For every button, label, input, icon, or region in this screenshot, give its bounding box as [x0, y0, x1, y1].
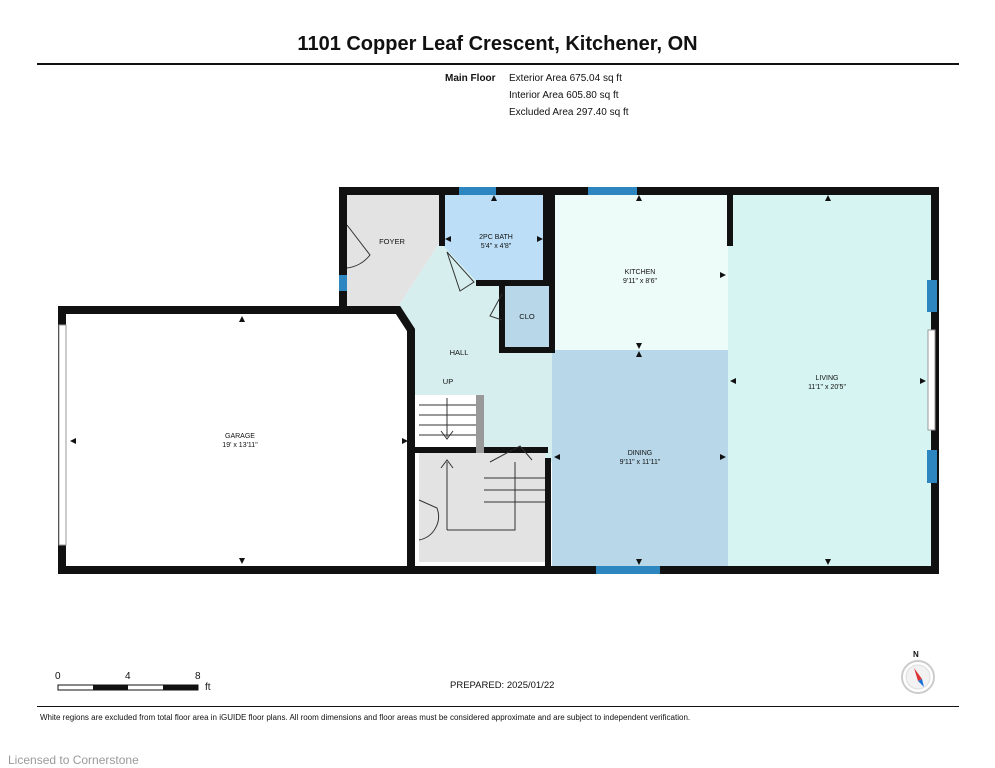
garage-arrow-right [402, 438, 408, 444]
scale-tick-4: 4 [125, 671, 131, 682]
scale-unit: ft [205, 682, 211, 693]
stair-stub [476, 395, 484, 453]
closet-fill [504, 285, 550, 348]
foyer-door-swing [346, 224, 371, 269]
kitchen-window [588, 187, 637, 195]
stair-up-fill [419, 395, 481, 447]
dining-arrow-bottom [636, 559, 642, 565]
bath-arrow-left [445, 236, 451, 242]
garage-label: GARAGE [225, 433, 255, 440]
living-fill [728, 195, 931, 567]
bath-arrow-top [491, 195, 497, 201]
dining-arrow-left [554, 454, 560, 460]
garage-top-wall [58, 306, 415, 574]
living-window-lower [927, 450, 937, 483]
title-underline [37, 63, 959, 65]
prepared-date: PREPARED: 2025/01/22 [450, 680, 555, 691]
kitchen-arrow-right [720, 272, 726, 278]
living-dims: 11'1" x 20'5" [808, 384, 846, 391]
excluded-area: Excluded Area 297.40 sq ft [509, 107, 629, 118]
plan-title: 1101 Copper Leaf Crescent, Kitchener, ON [297, 33, 698, 55]
dining-fill [552, 350, 728, 567]
hall-label: HALL [450, 348, 469, 357]
dining-window [596, 566, 660, 574]
dining-door-swing [489, 445, 533, 463]
garage-door-opening [58, 324, 67, 546]
outer-wall-top [339, 187, 939, 574]
hall-fill [398, 242, 552, 462]
stairs-up-label: UP [443, 377, 453, 386]
living-window-upper [927, 280, 937, 312]
footer-rule [37, 706, 959, 707]
dining-label: DINING [628, 450, 653, 457]
living-arrow-top [825, 195, 831, 201]
closet-label: CLO [519, 312, 535, 321]
stair-landing-fill [419, 450, 545, 562]
foyer-window [339, 275, 347, 291]
scale-bar [57, 684, 199, 691]
license-watermark: Licensed to Cornerstone [8, 753, 139, 767]
exterior-area: Exterior Area 675.04 sq ft [509, 73, 622, 84]
kitchen-arrow-bottom [636, 343, 642, 349]
closet-wall [499, 195, 555, 353]
dining-dims: 9'11" x 11'11" [620, 459, 661, 466]
foyer-fill [347, 195, 440, 307]
living-arrow-left [730, 378, 736, 384]
kitchen-label: KITCHEN [625, 269, 656, 276]
compass-icon: N [899, 648, 939, 701]
stair-door-swing [418, 499, 440, 541]
living-arrow-right [920, 378, 926, 384]
living-label: LIVING [816, 375, 839, 382]
interior-area: Interior Area 605.80 sq ft [509, 90, 619, 101]
kitchen-arrow-top [636, 195, 642, 201]
living-door-opening [927, 329, 936, 431]
living-arrow-bottom [825, 559, 831, 565]
bath-arrow-right [537, 236, 543, 242]
dining-arrow-top [636, 351, 642, 357]
kitchen-fill [552, 195, 728, 350]
disclaimer-text: White regions are excluded from total fl… [40, 713, 691, 722]
bath-dims: 5'4" x 4'8" [481, 243, 512, 250]
compass-north-label: N [913, 650, 919, 659]
scale-tick-0: 0 [55, 671, 61, 682]
garage-arrow-bottom [239, 558, 245, 564]
garage-arrow-left [70, 438, 76, 444]
bath-window [459, 187, 496, 195]
foyer-label: FOYER [379, 237, 405, 246]
garage-dims: 19' x 13'11" [222, 442, 258, 449]
kitchen-dims: 9'11" x 8'6" [623, 278, 657, 285]
garage-fill [67, 316, 405, 566]
stairs-down-label: DN [508, 447, 518, 454]
garage-arrow-top [239, 316, 245, 322]
bath-door-swing [446, 251, 475, 292]
floor-label: Main Floor [445, 73, 496, 84]
scale-tick-8: 8 [195, 671, 201, 682]
dining-arrow-right [720, 454, 726, 460]
closet-door-swing [489, 293, 503, 321]
area-summary: Exterior Area 675.04 sq ft Interior Area… [509, 70, 629, 121]
bath-label: 2PC BATH [479, 234, 513, 241]
